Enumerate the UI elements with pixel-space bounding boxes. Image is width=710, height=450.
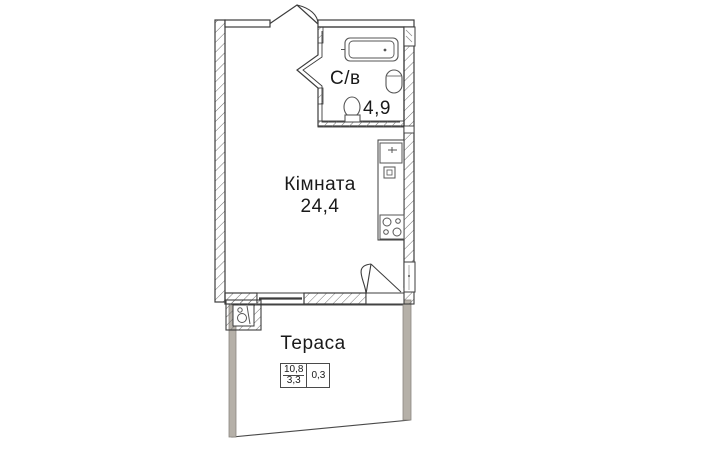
- terrace-area-denominator: 3,3: [286, 375, 301, 386]
- entry-door-icon: [269, 4, 319, 25]
- toilet-icon: [343, 96, 361, 123]
- window-bottom-left: [256, 292, 305, 305]
- kitchen-sink-icon: [379, 142, 403, 164]
- terrace-area-fraction: 10,8 3,3: [281, 364, 308, 387]
- main-room-label-area: 24,4: [300, 195, 340, 217]
- bathroom-label-area: 4,9: [363, 98, 391, 119]
- bathroom-bottom-wall: [317, 120, 405, 128]
- wall-top-left-stub: [224, 19, 271, 28]
- bathroom-label-name: С/в: [330, 68, 361, 89]
- terrace-area-factor: 0,3: [311, 369, 326, 381]
- terrace-right-wall: [402, 299, 412, 421]
- wall-top-right: [317, 19, 415, 28]
- cooktop-icon: [379, 214, 405, 240]
- bathroom-door-jamb-top: [317, 26, 324, 44]
- main-room-label-name: Кімната: [284, 174, 356, 195]
- bathroom-door-jamb-bottom: [317, 87, 324, 105]
- kitchen-zone: [377, 139, 405, 241]
- riser-shaft-icon: [225, 299, 262, 331]
- terrace-area-table: 10,8 3,3 0,3: [280, 363, 331, 388]
- terrace-label-name: Тераса: [280, 333, 346, 354]
- main-room-label: Кімната 24,4: [255, 174, 385, 218]
- wall-right-exterior: [403, 26, 415, 288]
- terrace-door-icon: [360, 263, 402, 295]
- terrace-door-opening: [365, 292, 405, 305]
- riser-shaft-cavity: [232, 304, 255, 327]
- wall-bottom-mid-segment: [303, 292, 367, 305]
- appliance-icon: [383, 166, 396, 179]
- terrace-door-leaf: [403, 261, 416, 293]
- bathtub-icon: [341, 37, 399, 62]
- wall-left-exterior: [214, 19, 226, 303]
- washbasin-icon: [385, 69, 403, 94]
- terrace-label: Тераса: [248, 333, 378, 355]
- wall-notch-right: [403, 125, 415, 134]
- window-icon: [403, 26, 416, 47]
- terrace-area-numerator: 10,8: [283, 364, 305, 376]
